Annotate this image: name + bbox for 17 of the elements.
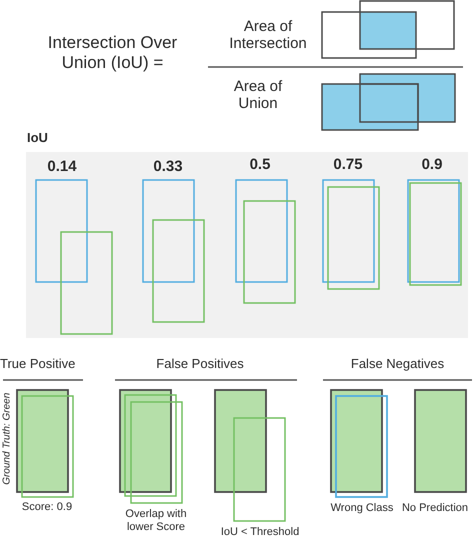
- box-caption: No Prediction: [400, 502, 470, 515]
- category-heading: False Positives: [155, 357, 245, 372]
- formula-label: Intersection Over Union (IoU) =: [46, 33, 178, 72]
- box-caption: Overlap with lower Score: [124, 508, 188, 534]
- category-heading: False Negatives: [350, 357, 446, 372]
- box-caption: IoU < Threshold: [220, 526, 300, 539]
- iou-value: 0.75: [332, 156, 364, 174]
- axis-note: Ground Truth: Green: [1, 392, 13, 487]
- iou-value: 0.9: [420, 156, 444, 174]
- denominator-label: Area of Union: [232, 78, 284, 112]
- section-heading: IoU: [27, 131, 49, 146]
- iou-value: 0.33: [152, 158, 184, 176]
- numerator-label: Area of Intersection: [228, 18, 308, 52]
- category-heading: True Positive: [0, 357, 76, 372]
- iou-value: 0.5: [248, 156, 272, 174]
- box-caption: Score: 0.9: [20, 501, 74, 514]
- iou-value: 0.14: [46, 158, 78, 176]
